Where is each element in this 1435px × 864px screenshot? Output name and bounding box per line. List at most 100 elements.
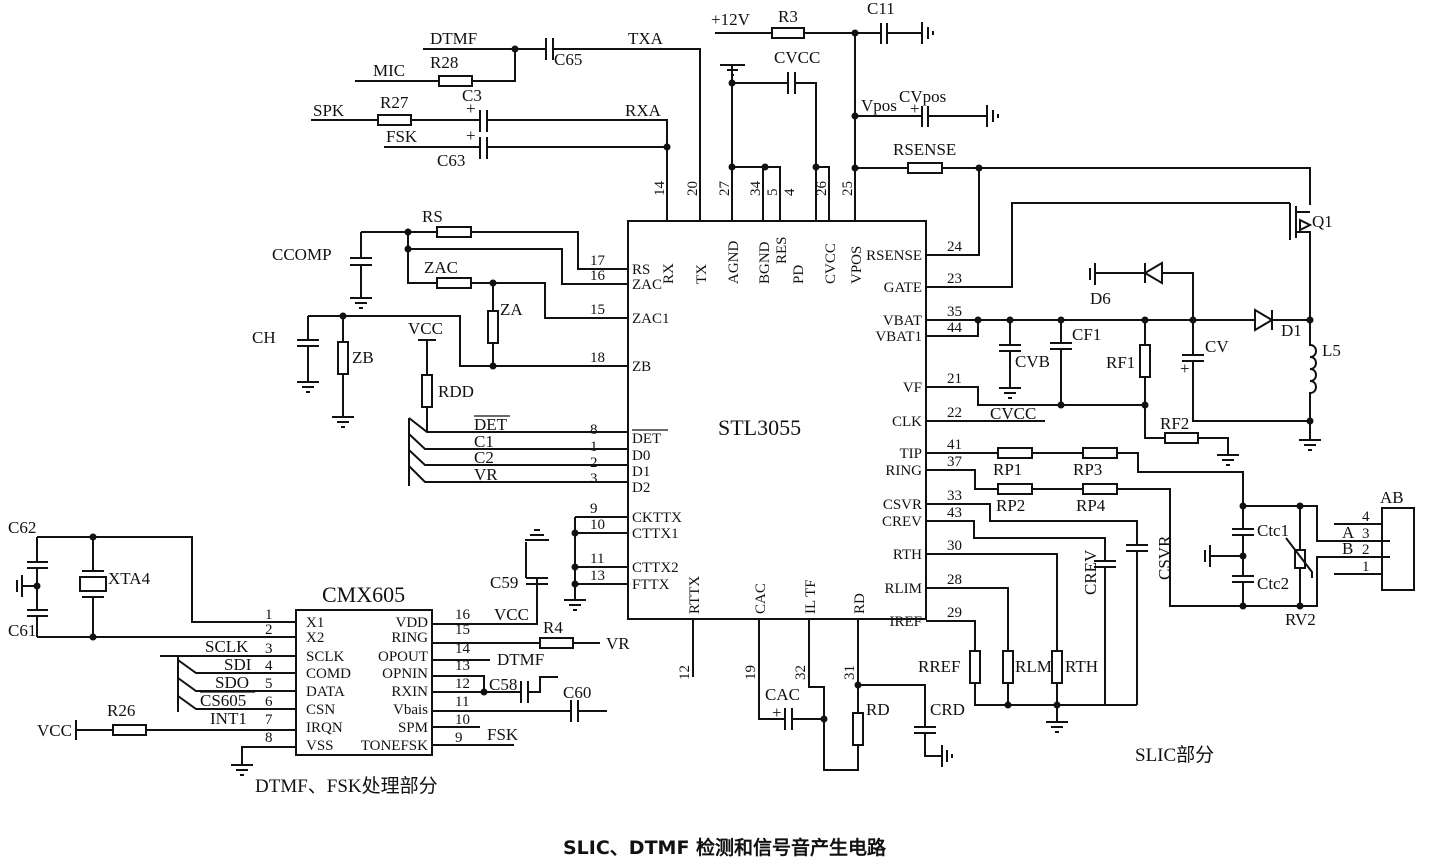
r28-label: R28 bbox=[430, 53, 458, 72]
junction bbox=[728, 163, 736, 171]
rp3-symbol bbox=[1082, 447, 1118, 459]
pin-number: 2 bbox=[590, 455, 598, 471]
pin-name: CVCC bbox=[823, 243, 839, 284]
csvr-label: CSVR bbox=[1155, 535, 1174, 580]
pin-name: CAC bbox=[753, 583, 769, 614]
pin-name: RTTX bbox=[687, 576, 703, 614]
connector-pin: 3 bbox=[1362, 526, 1370, 542]
cac-symbol bbox=[784, 708, 793, 730]
pin-number: 6 bbox=[265, 694, 273, 710]
rdd-symbol bbox=[421, 374, 433, 408]
slic-right-block: Q1 D1 D6 CVB CF1 RF1 RF2 CV bbox=[918, 202, 1415, 733]
pin-name: BGND bbox=[757, 241, 773, 284]
c3-symbol bbox=[479, 110, 488, 132]
wire-zb-gnd bbox=[332, 316, 354, 428]
rlm-label: RLM bbox=[1015, 657, 1052, 676]
net-vcc-label-2: VCC bbox=[37, 721, 72, 740]
rs-symbol bbox=[436, 226, 472, 238]
pin-number: 15 bbox=[455, 622, 470, 638]
ccomp-label: CCOMP bbox=[272, 245, 332, 264]
rsense-symbol bbox=[907, 162, 943, 174]
pin-number: 23 bbox=[947, 271, 962, 287]
r4-label: R4 bbox=[543, 618, 563, 637]
pin-name: RLIM bbox=[885, 581, 923, 597]
wire-mic bbox=[355, 49, 516, 82]
pin-name: FTTX bbox=[632, 577, 670, 593]
l5-label: L5 bbox=[1322, 341, 1341, 360]
cmx605-label: CMX605 bbox=[322, 582, 405, 607]
wire-rlim bbox=[926, 587, 1009, 705]
net-vpos-label: Vpos bbox=[861, 96, 897, 115]
pin-name: DATA bbox=[306, 684, 345, 700]
pin-name: IRQN bbox=[306, 720, 343, 736]
junction bbox=[761, 163, 769, 171]
q1-symbol bbox=[1289, 203, 1311, 320]
net-cs605-label: CS605 bbox=[200, 691, 246, 710]
r27-label: R27 bbox=[380, 93, 409, 112]
connector-pin: 2 bbox=[1362, 542, 1370, 558]
pin-number: 25 bbox=[840, 181, 856, 196]
pin-number: 29 bbox=[947, 605, 962, 621]
line-a-label: A bbox=[1342, 523, 1355, 542]
wire-rdd bbox=[418, 339, 436, 432]
cv-plus: + bbox=[1180, 359, 1190, 378]
cvpos-plus: + bbox=[910, 99, 920, 118]
pin-name: CTTX2 bbox=[632, 560, 679, 576]
net-mic-label: MIC bbox=[373, 61, 405, 80]
c63-plus: + bbox=[466, 126, 476, 145]
c58-symbol bbox=[520, 681, 529, 703]
cvcc-symbol bbox=[787, 72, 796, 94]
pin-name: IL TF bbox=[803, 579, 819, 614]
pin-name: CKTTX bbox=[632, 510, 682, 526]
pin-number: 41 bbox=[947, 437, 962, 453]
line-b-label: B bbox=[1342, 539, 1353, 558]
pin-name: VSS bbox=[306, 738, 334, 754]
cv-label: CV bbox=[1205, 337, 1229, 356]
pin-number: 30 bbox=[947, 538, 962, 554]
crev-label: CREV bbox=[1081, 549, 1100, 595]
cvpos-symbol bbox=[921, 106, 929, 127]
rp1-symbol bbox=[997, 447, 1033, 459]
pin-number: 1 bbox=[590, 439, 598, 455]
r3-symbol bbox=[771, 27, 805, 39]
pin-number: 8 bbox=[590, 422, 598, 438]
bottom-block: CAC + RD CRD bbox=[692, 619, 965, 771]
ccomp-symbol bbox=[350, 232, 372, 309]
pin-name: VF bbox=[903, 380, 922, 396]
net-txa-label: TXA bbox=[628, 29, 664, 48]
pin-number: 26 bbox=[814, 181, 830, 197]
cf1-symbol bbox=[1050, 320, 1072, 405]
rs-label: RS bbox=[422, 207, 443, 226]
pin-name: CSN bbox=[306, 702, 335, 718]
crd-label: CRD bbox=[930, 700, 965, 719]
r4-symbol bbox=[539, 637, 574, 649]
r3-label: R3 bbox=[778, 7, 798, 26]
rp3-label: RP3 bbox=[1073, 460, 1102, 479]
cvb-label: CVB bbox=[1015, 352, 1050, 371]
pin-number: 7 bbox=[265, 712, 273, 728]
junction bbox=[571, 563, 579, 571]
ground-icon bbox=[921, 22, 934, 44]
pin-number: 15 bbox=[590, 302, 605, 318]
rd-symbol bbox=[852, 712, 864, 746]
xta4-symbol bbox=[79, 576, 107, 592]
pin-number: 17 bbox=[590, 253, 606, 269]
pin-number: 24 bbox=[947, 239, 963, 255]
r28-symbol bbox=[438, 75, 473, 87]
cv-symbol bbox=[1182, 320, 1310, 422]
net-cvcc-label: CVCC bbox=[990, 404, 1036, 423]
pin-name: AGND bbox=[726, 241, 742, 284]
rv2-label: RV2 bbox=[1285, 610, 1316, 629]
c61-label: C61 bbox=[8, 621, 36, 640]
rv2-slash bbox=[1285, 537, 1313, 578]
cttx-block bbox=[564, 516, 628, 611]
c11-symbol bbox=[880, 23, 888, 44]
pin-number: 3 bbox=[265, 641, 273, 657]
wire-rd bbox=[823, 619, 859, 771]
za-label: ZA bbox=[500, 300, 523, 319]
pin-number: 43 bbox=[947, 505, 962, 521]
zac-symbol bbox=[436, 277, 472, 289]
c3-plus: + bbox=[466, 99, 476, 118]
connector-pins bbox=[1334, 523, 1382, 575]
